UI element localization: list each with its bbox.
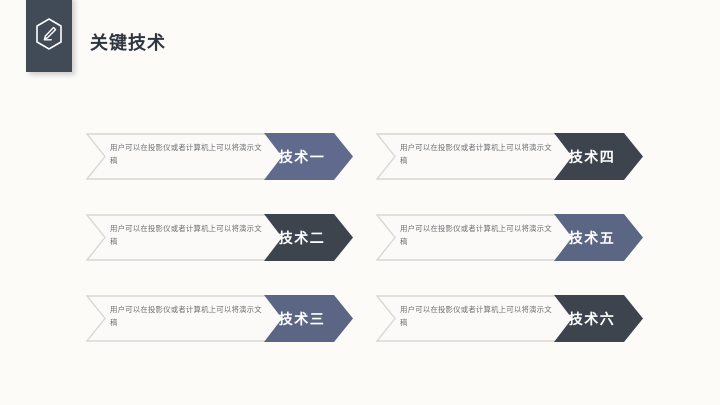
- tech-item-5-label: 技术五: [568, 229, 616, 246]
- tech-item-6-shape: [376, 295, 643, 342]
- tech-item-5-description: 用户可以在投影仪或者计算机上可以将演示文稿: [400, 224, 552, 246]
- tech-item-6-label: 技术六: [568, 310, 616, 327]
- tech-item-5-shape: [376, 214, 643, 261]
- tech-item-2-shape: [86, 214, 353, 261]
- page-title: 关键技术: [90, 33, 166, 53]
- tech-item-6[interactable]: 用户可以在投影仪或者计算机上可以将演示文稿 技术六: [376, 295, 644, 342]
- hexagon-pencil-icon: [34, 17, 64, 51]
- tech-item-2-label: 技术二: [278, 229, 326, 246]
- tech-item-1-label: 技术一: [278, 148, 326, 165]
- tech-item-1[interactable]: 用户可以在投影仪或者计算机上可以将演示文稿 技术一: [86, 133, 354, 180]
- tech-item-3-description: 用户可以在投影仪或者计算机上可以将演示文稿: [110, 305, 262, 327]
- tech-item-6-description: 用户可以在投影仪或者计算机上可以将演示文稿: [400, 305, 552, 327]
- tech-item-3[interactable]: 用户可以在投影仪或者计算机上可以将演示文稿 技术三: [86, 295, 354, 342]
- logo-badge: [26, 0, 72, 72]
- tech-item-1-description: 用户可以在投影仪或者计算机上可以将演示文稿: [110, 143, 262, 165]
- tech-item-4-shape: [376, 133, 643, 180]
- tech-item-2[interactable]: 用户可以在投影仪或者计算机上可以将演示文稿 技术二: [86, 214, 354, 261]
- tech-item-5[interactable]: 用户可以在投影仪或者计算机上可以将演示文稿 技术五: [376, 214, 644, 261]
- tech-item-3-shape: [86, 295, 353, 342]
- tech-item-1-shape: [86, 133, 353, 180]
- tech-item-4-label: 技术四: [568, 148, 616, 165]
- tech-item-2-description: 用户可以在投影仪或者计算机上可以将演示文稿: [110, 224, 262, 246]
- tech-item-4-description: 用户可以在投影仪或者计算机上可以将演示文稿: [400, 143, 552, 165]
- tech-item-4[interactable]: 用户可以在投影仪或者计算机上可以将演示文稿 技术四: [376, 133, 644, 180]
- tech-item-3-label: 技术三: [278, 310, 326, 327]
- slide-header: 关键技术: [0, 0, 720, 100]
